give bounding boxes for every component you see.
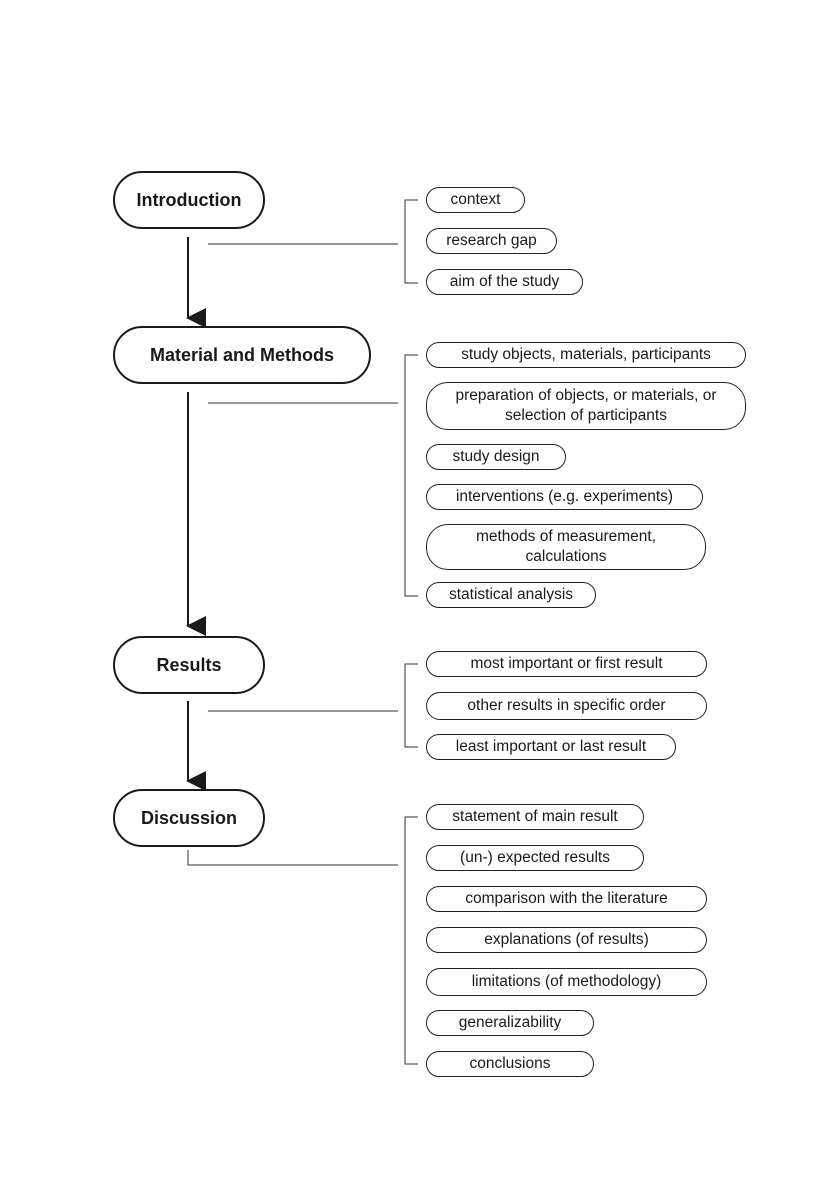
methods-item: study objects, materials, participants	[426, 342, 746, 368]
discussion-item: limitations (of methodology)	[426, 968, 707, 996]
methods-item: methods of measurement, calculations	[426, 524, 706, 570]
discussion-item: (un-) expected results	[426, 845, 644, 871]
introduction-item: context	[426, 187, 525, 213]
results-item: other results in specific order	[426, 692, 707, 720]
bracket-methods	[404, 354, 418, 597]
discussion-item: statement of main result	[426, 804, 644, 830]
bracket-results	[404, 663, 418, 748]
methods-item: interventions (e.g. experiments)	[426, 484, 703, 510]
section-results: Results	[113, 636, 265, 694]
section-introduction: Introduction	[113, 171, 265, 229]
discussion-item: generalizability	[426, 1010, 594, 1036]
bracket-introduction	[404, 199, 418, 284]
results-item: least important or last result	[426, 734, 676, 760]
connector-discussion	[187, 850, 398, 866]
introduction-item: research gap	[426, 228, 557, 254]
bracket-discussion	[404, 816, 418, 1065]
methods-item: statistical analysis	[426, 582, 596, 608]
section-material-and-methods: Material and Methods	[113, 326, 371, 384]
discussion-item: conclusions	[426, 1051, 594, 1077]
introduction-item: aim of the study	[426, 269, 583, 295]
methods-item: preparation of objects, or materials, or…	[426, 382, 746, 430]
methods-item: study design	[426, 444, 566, 470]
discussion-item: explanations (of results)	[426, 927, 707, 953]
section-discussion: Discussion	[113, 789, 265, 847]
discussion-item: comparison with the literature	[426, 886, 707, 912]
results-item: most important or first result	[426, 651, 707, 677]
